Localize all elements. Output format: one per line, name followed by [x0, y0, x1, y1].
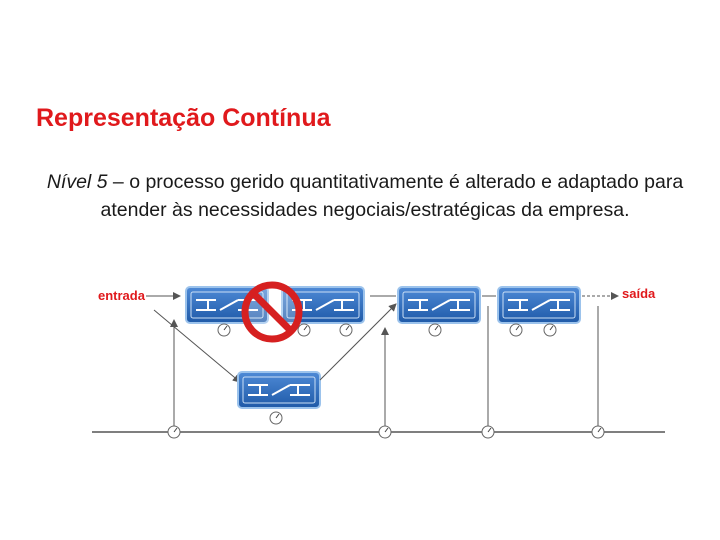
- gauge-icon: [378, 425, 392, 439]
- input-label: entrada: [98, 288, 145, 303]
- gauge-icon: [543, 323, 557, 337]
- slide-body-text: Nível 5 – o processo gerido quantitativa…: [20, 168, 710, 224]
- prohibited-sign-icon: [241, 281, 303, 343]
- gauge-icon: [167, 425, 181, 439]
- process-block-icon: [497, 286, 581, 324]
- gauge-icon: [481, 425, 495, 439]
- process-flow-graphic: [92, 281, 665, 439]
- process-diagram: entrada saída: [80, 270, 690, 450]
- gauge-icon: [339, 323, 353, 337]
- gauge-icon: [297, 323, 311, 337]
- gauge-icon: [269, 411, 283, 425]
- gauge-icon: [591, 425, 605, 439]
- process-block-icon: [397, 286, 481, 324]
- process-block-icon: [237, 371, 321, 409]
- level-label: Nível 5: [46, 171, 108, 193]
- output-label: saída: [622, 286, 656, 301]
- gauge-icon: [217, 323, 231, 337]
- gauge-icon: [428, 323, 442, 337]
- slide-title: Representação Contínua: [36, 104, 331, 132]
- gauge-icon: [509, 323, 523, 337]
- level-description: – o processo gerido quantitativamente é …: [100, 171, 684, 221]
